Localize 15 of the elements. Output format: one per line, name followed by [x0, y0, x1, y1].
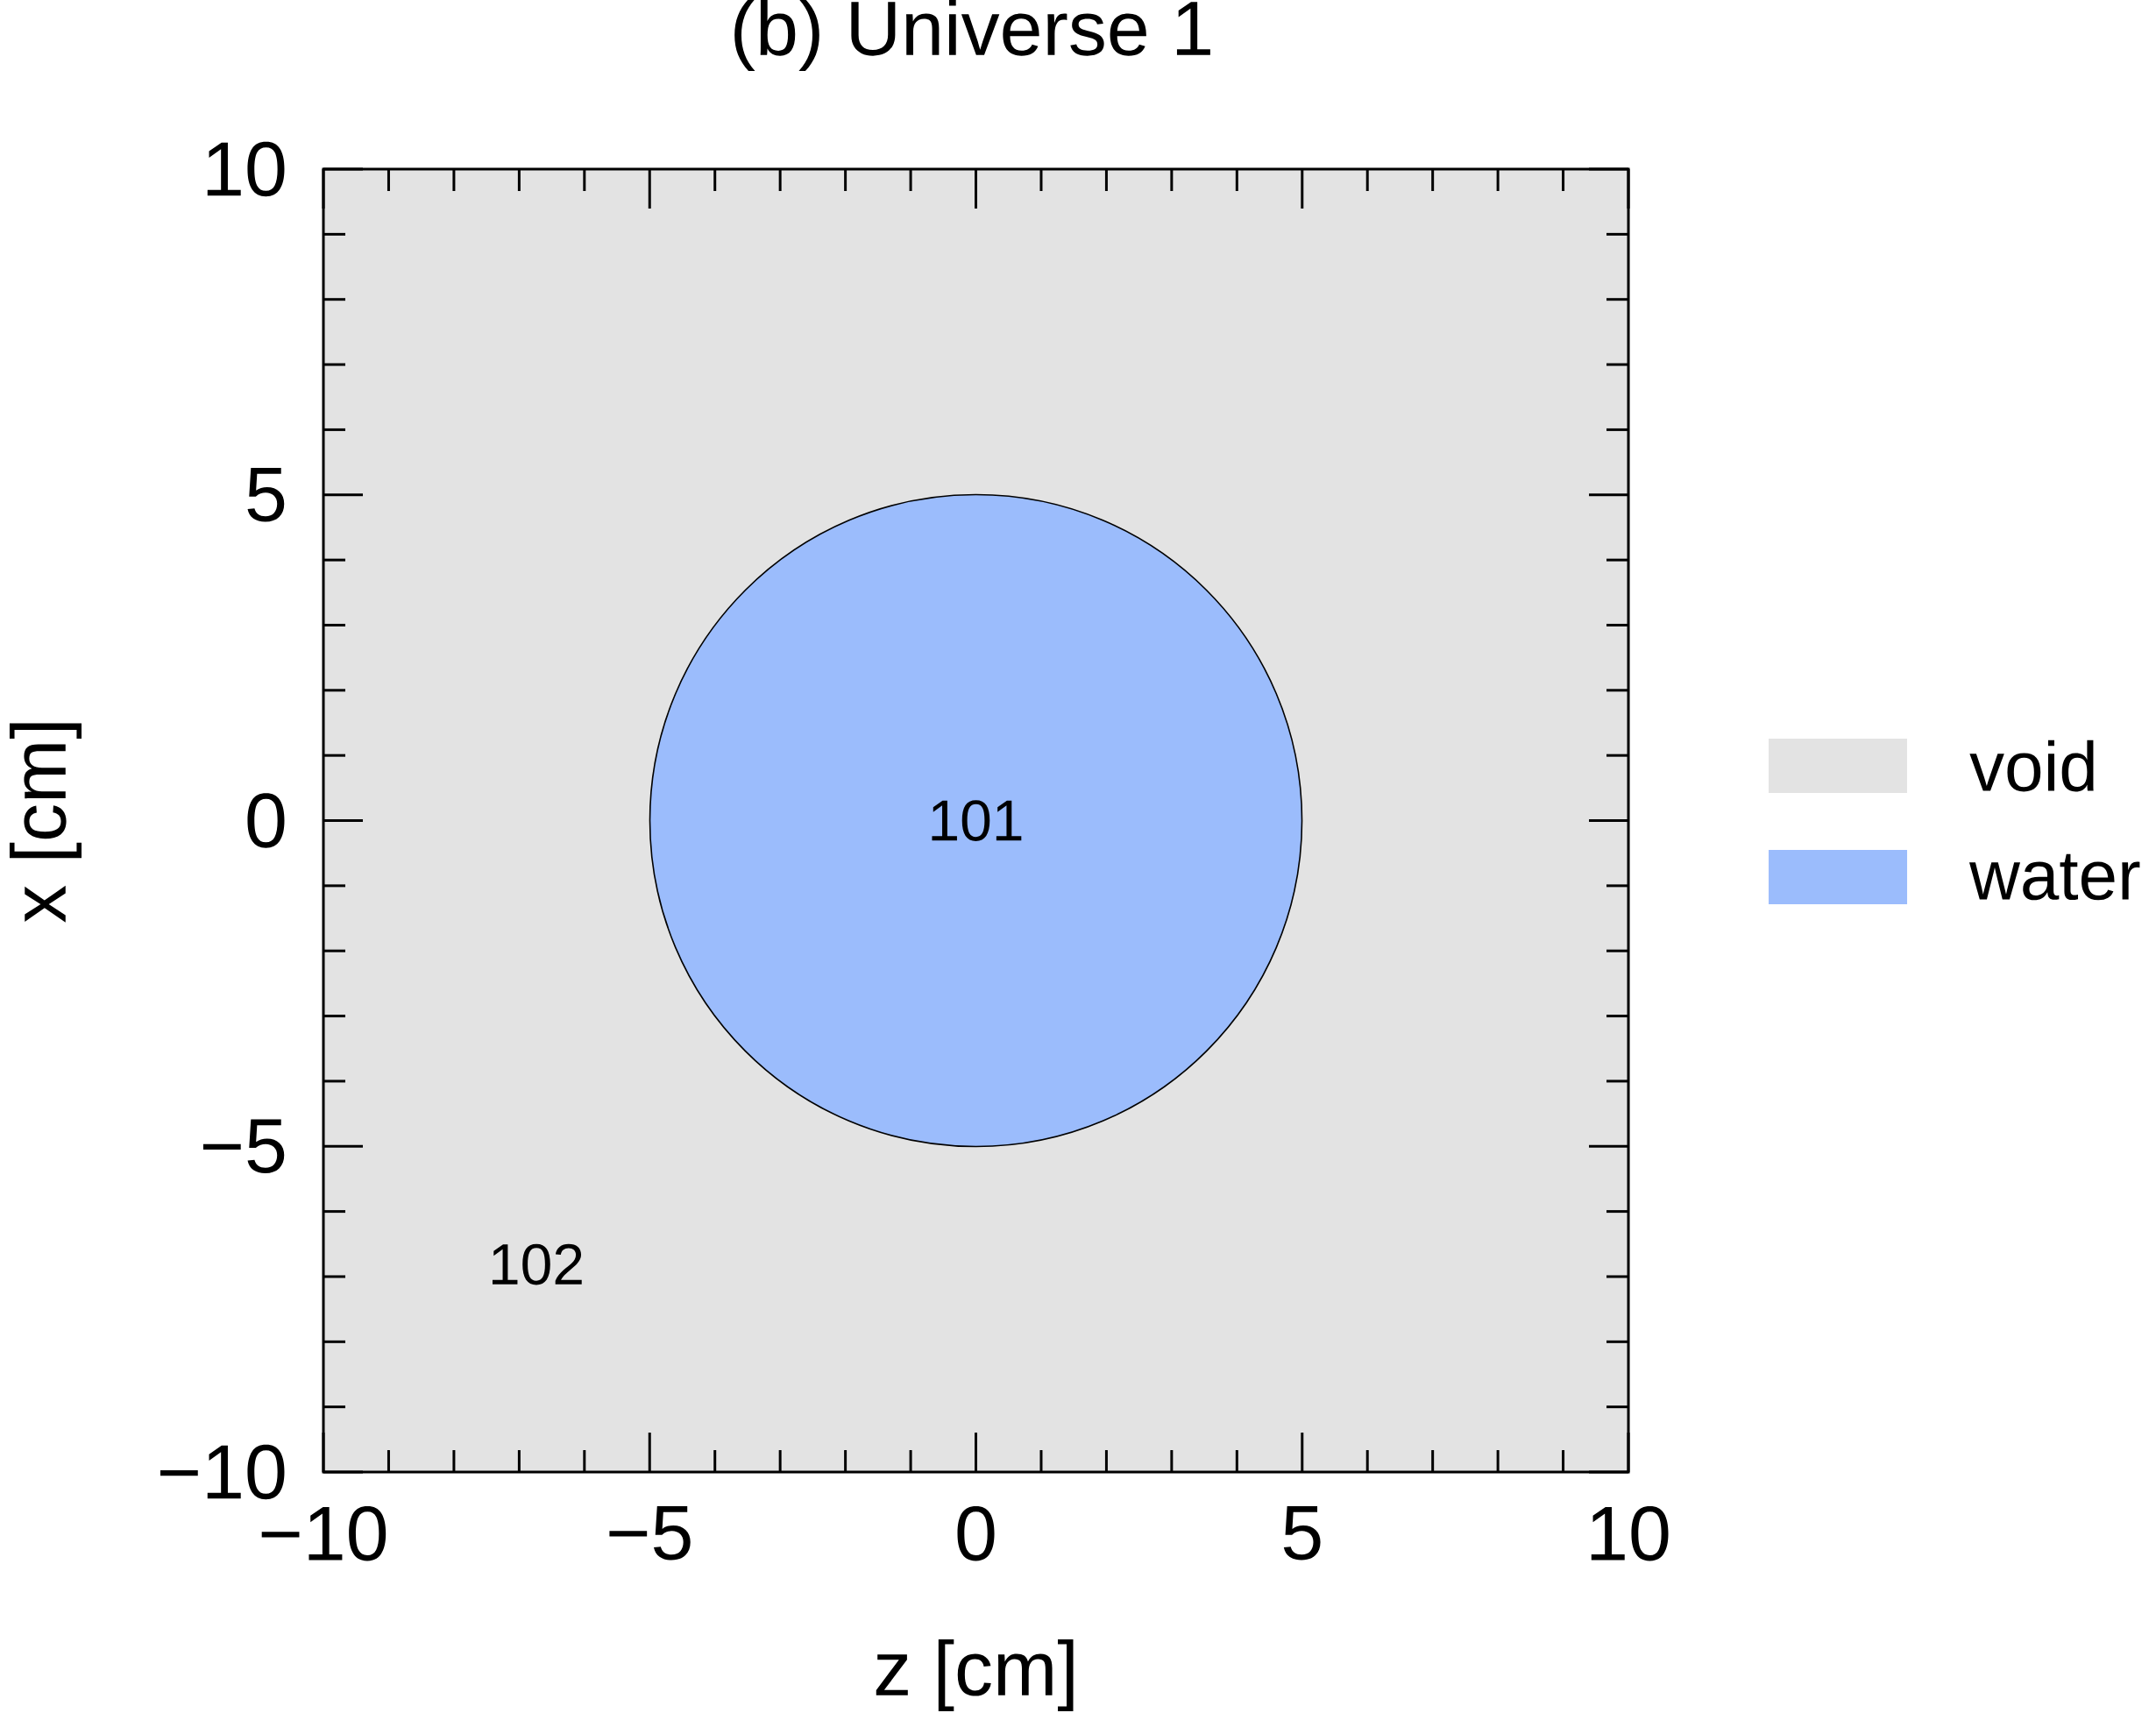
tick-label: −10 [261, 1506, 387, 1561]
tick-label: 5 [1283, 1506, 1321, 1561]
tick-label: 5 [247, 468, 285, 522]
axis-title: z [cm] [876, 1639, 1074, 1712]
tick-label: 10 [207, 141, 285, 197]
tick-label: 0 [247, 793, 285, 848]
tick-label: 10 [1591, 1506, 1669, 1561]
tick-label: −10 [160, 1444, 285, 1500]
plot-title: (b) Universe 1 [734, 0, 1210, 71]
legend-label: water [1968, 853, 2140, 901]
tick-label: −5 [202, 1119, 285, 1173]
axis-title: x [cm] [10, 723, 82, 923]
tick-label: −5 [609, 1506, 691, 1561]
tick-label: 0 [957, 1506, 995, 1561]
legend-label: void [1969, 740, 2094, 792]
